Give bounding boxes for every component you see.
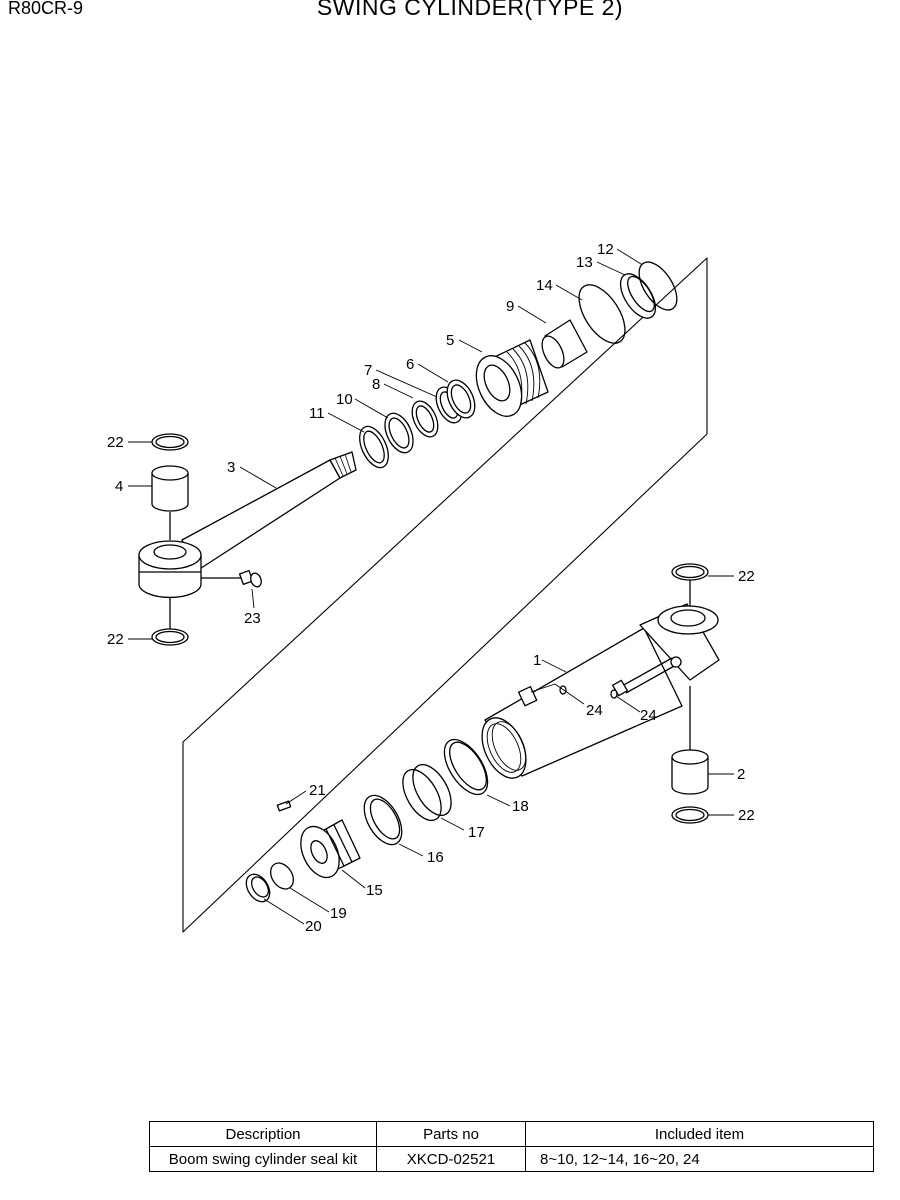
- callout-2: 2: [737, 766, 745, 783]
- bushing-4: [151, 465, 189, 512]
- table-header-row: Description Parts no Included item: [149, 1121, 874, 1147]
- callout-18: 18: [512, 798, 529, 815]
- dust-seal-22-tube-bottom: [671, 806, 709, 824]
- back-up-ring-8: [411, 400, 439, 438]
- callout-14: 14: [536, 277, 553, 294]
- o-ring-18: [443, 738, 489, 796]
- dust-seal-22-rod-top: [151, 433, 189, 451]
- rod-cover-5: [475, 339, 549, 417]
- model-number: R80CR-9: [8, 0, 84, 18]
- callout-17: 17: [468, 824, 485, 841]
- seal-kit-table: Description Parts no Included item Boom …: [149, 1121, 874, 1172]
- callout-22-rod-bottom: 22: [107, 631, 124, 648]
- back-up-ring-20: [245, 873, 271, 903]
- callout-22-tube-top: 22: [738, 568, 755, 585]
- callout-9: 9: [506, 298, 514, 315]
- bushing-9: [541, 319, 588, 369]
- bushing-2: [671, 749, 709, 795]
- kit-included-items: 8~10, 12~14, 16~20, 24: [525, 1146, 874, 1172]
- bushing-6: [446, 379, 476, 419]
- table-row: Boom swing cylinder seal kit XKCD-02521 …: [149, 1146, 874, 1172]
- callout-10: 10: [336, 391, 353, 408]
- dust-seal-22-tube-top: [671, 563, 709, 581]
- piston-seal-16: [363, 794, 403, 846]
- callout-1: 1: [533, 652, 541, 669]
- dust-wiper-10: [384, 412, 414, 454]
- back-up-ring-13: [619, 273, 657, 319]
- callout-22-tube-bottom: 22: [738, 807, 755, 824]
- callout-22-rod-top: 22: [107, 434, 124, 451]
- piston-rod-shaft: [181, 459, 341, 573]
- callout-4: 4: [115, 478, 123, 495]
- o-ring-14: [578, 284, 626, 344]
- kit-description: Boom swing cylinder seal kit: [149, 1146, 377, 1172]
- o-ring-12: [638, 261, 678, 311]
- callout-24-b: 24: [640, 707, 657, 724]
- assembly-outline: [182, 257, 708, 933]
- piston-15: [300, 819, 361, 879]
- callout-3: 3: [227, 459, 235, 476]
- callout-19: 19: [330, 905, 347, 922]
- callout-21: 21: [309, 782, 326, 799]
- column-header-description: Description: [149, 1121, 377, 1147]
- callout-6: 6: [406, 356, 414, 373]
- callout-20: 20: [305, 918, 322, 935]
- kit-parts-no: XKCD-02521: [376, 1146, 526, 1172]
- wear-ring-17: [402, 763, 452, 822]
- retaining-ring-11: [359, 425, 389, 469]
- o-ring-19: [270, 862, 294, 890]
- callout-15: 15: [366, 882, 383, 899]
- callout-23: 23: [244, 610, 261, 627]
- page-title: SWING CYLINDER(TYPE 2): [316, 0, 624, 20]
- callout-13: 13: [576, 254, 593, 271]
- dust-seal-22-rod-bottom: [151, 628, 189, 646]
- cylinder-tube-1: [481, 603, 720, 779]
- callout-12: 12: [597, 241, 614, 258]
- rod-thread: [329, 451, 357, 479]
- o-ring-24-b: [610, 689, 618, 699]
- callout-16: 16: [427, 849, 444, 866]
- callout-8: 8: [372, 376, 380, 393]
- column-header-included-item: Included item: [525, 1121, 874, 1147]
- callout-11: 11: [309, 405, 325, 422]
- callout-24-a: 24: [586, 702, 603, 719]
- column-header-parts-no: Parts no: [376, 1121, 526, 1147]
- callout-5: 5: [446, 332, 454, 349]
- callout-7: 7: [364, 362, 372, 379]
- grease-nipple-23: [201, 569, 262, 588]
